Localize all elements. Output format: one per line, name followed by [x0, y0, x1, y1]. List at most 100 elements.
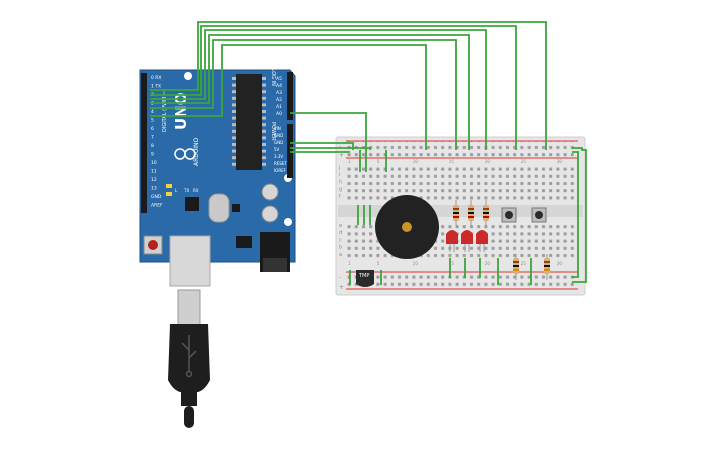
power-pin-label: GND	[274, 133, 283, 138]
jumper-wire	[572, 151, 579, 278]
digital-pin-label: 5	[151, 118, 154, 124]
column-label: 1	[348, 159, 351, 164]
digital-label: DIGITAL (PWM ~)	[162, 89, 168, 132]
top-terminal-strip	[346, 164, 578, 200]
column-label: 25	[521, 261, 527, 266]
analog-pin-label: A0	[276, 111, 282, 117]
power-header	[287, 124, 293, 178]
capacitor	[261, 183, 279, 201]
analog-label: ANALOG IN	[270, 58, 276, 86]
jumper-wire	[150, 21, 547, 150]
usb-icon	[181, 335, 197, 378]
row-label: e	[339, 223, 342, 229]
atmega-chip	[236, 74, 262, 170]
row-label: c	[339, 237, 342, 243]
led-l	[166, 184, 172, 188]
row-label: d	[339, 230, 342, 236]
top-power-rail	[346, 141, 578, 157]
analog-pin-label: A1	[276, 104, 282, 110]
piezo-buzzer	[375, 195, 439, 259]
power-pin-label: GND	[274, 140, 283, 145]
red-led	[476, 230, 488, 252]
column-label: 5	[377, 261, 380, 266]
pushbutton-2[interactable]	[531, 207, 547, 223]
digital-pin-label: 7	[151, 135, 154, 141]
regulator-small	[232, 204, 240, 212]
resistor	[483, 200, 489, 226]
pushbutton-1[interactable]	[501, 207, 517, 223]
digital-pin-label: 8	[151, 143, 154, 149]
reset-button-cap[interactable]	[148, 240, 158, 250]
jumper-wire	[290, 112, 367, 172]
power-pin-label: IOREF	[274, 168, 287, 173]
board-name: UNO	[172, 93, 190, 131]
sensor-label: TMP	[358, 273, 369, 279]
power-pin-label: RESET	[274, 161, 287, 166]
digital-pin-label: AREF	[151, 203, 163, 209]
digital-pin-label: 0 RX	[151, 75, 162, 81]
column-label: 15	[449, 261, 455, 266]
resistor	[468, 200, 474, 226]
row-label: f	[339, 194, 341, 200]
mounting-hole	[284, 218, 292, 226]
digital-pin-label: 13	[151, 186, 157, 192]
analog-pin-label: A5	[276, 76, 282, 82]
brand-label: ARDUINO	[193, 137, 200, 166]
power-pin-label: VIN	[274, 126, 281, 131]
arduino-uno-board: ARDUINO UNO DIGITAL (PWM ~) ANALOG IN PO…	[139, 58, 296, 287]
analog-header	[287, 72, 293, 120]
digital-pin-label: 4	[151, 109, 154, 115]
column-label: 1	[348, 261, 351, 266]
pulldown-resistor	[513, 254, 519, 280]
jumper-wire	[150, 25, 517, 150]
rail-plus-top: +	[339, 152, 344, 159]
usb-chip	[185, 197, 199, 211]
row-label: g	[339, 187, 342, 193]
led-label: L	[175, 188, 178, 193]
wires	[150, 21, 587, 285]
jumper-wire	[150, 34, 470, 150]
led-label: TX	[183, 188, 189, 193]
capacitor	[261, 205, 279, 223]
rail-minus-top: -	[339, 143, 341, 150]
digital-pin-label: GND	[151, 194, 162, 200]
row-label: b	[339, 245, 342, 251]
row-label: j	[338, 165, 340, 171]
crystal	[208, 193, 230, 223]
column-label: 15	[449, 159, 455, 164]
rail-minus-bottom: -	[339, 274, 341, 281]
analog-pin-label: A2	[276, 97, 282, 103]
column-label: 30	[557, 261, 563, 266]
red-led	[446, 230, 458, 252]
digital-pin-label: 6	[151, 126, 154, 132]
analog-pin-label: A4	[276, 83, 282, 89]
column-label: 20	[485, 159, 491, 164]
temperature-sensor: TMP	[356, 270, 374, 287]
digital-header	[141, 73, 147, 213]
column-label: 30	[557, 159, 563, 164]
bottom-power-rail	[346, 272, 578, 288]
row-label: a	[339, 252, 342, 258]
row-label: h	[339, 179, 342, 185]
digital-pin-label: 12	[151, 177, 157, 183]
jumper-wire	[290, 147, 371, 150]
digital-pin-label: 10	[151, 160, 157, 166]
power-pin-label: 5V	[274, 147, 280, 152]
rail-plus-bottom: +	[339, 284, 344, 291]
jumper-wire	[150, 44, 427, 150]
mounting-hole	[184, 72, 192, 80]
pulldown-resistor	[544, 254, 550, 280]
column-label: 10	[413, 159, 419, 164]
column-label: 5	[377, 159, 380, 164]
voltage-regulator	[236, 236, 252, 248]
jumper-wire	[572, 147, 587, 283]
power-pin-label: 3.3V	[274, 154, 283, 159]
jumper-wire	[150, 39, 457, 150]
led-label: RX	[193, 188, 199, 193]
analog-pin-label: A3	[276, 90, 282, 96]
digital-pin-label: 11	[151, 169, 157, 175]
column-label: 25	[521, 159, 527, 164]
row-label: i	[339, 172, 340, 178]
